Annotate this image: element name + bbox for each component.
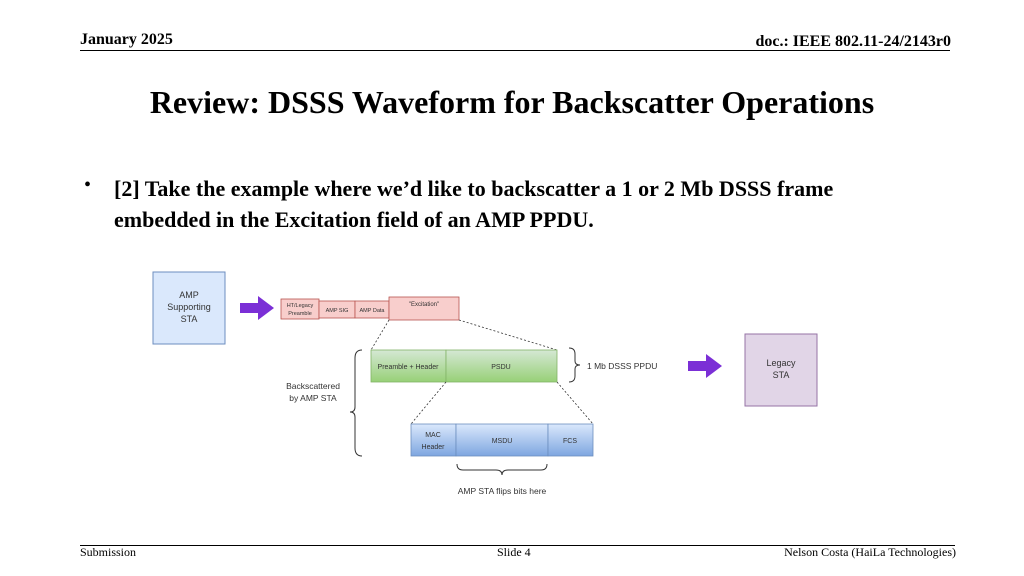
backscatter-bracket — [349, 349, 363, 457]
dsss-ppdu-label: 1 Mb DSSS PPDU — [587, 361, 657, 371]
mpdu-msdu: MSDU — [492, 438, 513, 445]
legacy-sta-line-1: Legacy — [766, 358, 796, 368]
field-preamble-line-1: HT/Legacy — [287, 303, 314, 309]
flip-bits-bracket — [456, 463, 548, 476]
footer-submission: Submission — [80, 545, 137, 559]
legacy-sta-box: Legacy STA — [744, 333, 818, 407]
header-doc-id: doc.: IEEE 802.11-24/2143r0 — [755, 33, 951, 50]
dsss-backscatter-diagram: AMP Supporting STA HT/Legacy Preamble AM… — [150, 268, 830, 504]
bullet-marker: • — [84, 174, 92, 196]
amp-sta-line-3: STA — [181, 314, 198, 324]
field-amp-data: AMP Data — [360, 308, 386, 314]
mpdu-bar: MAC Header MSDU FCS — [410, 423, 594, 457]
amp-sta-line-1: AMP — [179, 290, 199, 300]
dsss-preamble-header: Preamble + Header — [378, 364, 440, 371]
footer-author: Nelson Costa (HaiLa Technologies) — [784, 545, 956, 559]
header-divider — [80, 50, 950, 51]
header-date: January 2025 — [80, 31, 173, 48]
legacy-sta-line-2: STA — [773, 370, 790, 380]
backscattered-line-1: Backscattered — [286, 381, 340, 391]
flip-bits-label: AMP STA flips bits here — [458, 486, 547, 496]
slide-title: Review: DSSS Waveform for Backscatter Op… — [149, 84, 875, 120]
amp-sta-line-2: Supporting — [167, 302, 211, 312]
bullet-text: [2] Take the example where we’d like to … — [114, 176, 834, 232]
footer-slide-number: Slide 4 — [497, 545, 531, 559]
amp-ppdu-fields: HT/Legacy Preamble AMP SIG AMP Data "Exc… — [280, 296, 460, 321]
field-amp-sig: AMP SIG — [326, 308, 349, 314]
dsss-ppdu-bracket — [568, 347, 581, 383]
mpdu-mac-header-line-2: Header — [422, 444, 446, 451]
arrow-right-icon — [240, 296, 274, 320]
field-preamble-line-2: Preamble — [288, 311, 312, 317]
dsss-psdu: PSDU — [491, 364, 510, 371]
amp-supporting-sta-box: AMP Supporting STA — [152, 271, 226, 345]
backscattered-line-2: by AMP STA — [289, 393, 337, 403]
mpdu-fcs: FCS — [563, 438, 577, 445]
arrow-right-icon — [688, 354, 722, 378]
dsss-ppdu-bar: Preamble + Header PSDU — [370, 349, 558, 383]
mpdu-mac-header-line-1: MAC — [425, 432, 441, 439]
footer-divider — [80, 545, 955, 546]
field-excitation: "Excitation" — [409, 302, 439, 308]
diagram-svg: AMP Supporting STA HT/Legacy Preamble AM… — [152, 271, 818, 496]
